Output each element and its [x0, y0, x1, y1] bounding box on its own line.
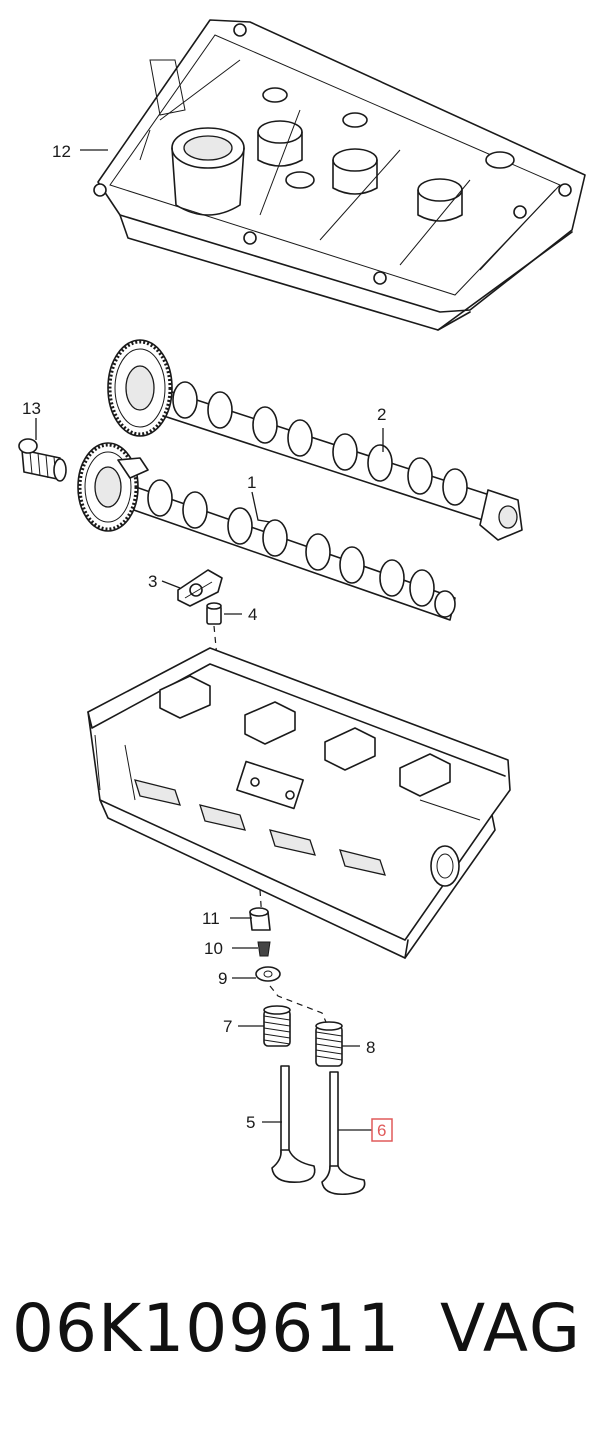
exhaust-valve-drawing	[321, 1071, 366, 1196]
camshaft-lower-drawing	[77, 442, 456, 621]
part-footer: 06K109611 VAG	[0, 1290, 600, 1400]
callout-8: 8	[366, 1038, 375, 1057]
threaded-plug-drawing	[18, 438, 67, 482]
valve-stem-seal-drawing	[249, 907, 271, 931]
roller-rocker-arm-drawing	[177, 569, 223, 607]
callout-12: 12	[52, 142, 71, 161]
callout-9: 9	[218, 969, 227, 988]
part-number: 06K109611	[12, 1290, 401, 1367]
valve-keeper-drawing	[257, 941, 271, 957]
callout-2: 2	[377, 405, 386, 424]
callout-4: 4	[248, 605, 257, 624]
valve-cover-drawing	[93, 19, 586, 331]
intake-valve-spring-drawing	[263, 1005, 291, 1047]
spring-seat-washer-drawing	[255, 966, 281, 982]
callout-7: 7	[223, 1017, 232, 1036]
callout-3: 3	[148, 572, 157, 591]
callout-13: 13	[22, 399, 41, 418]
callout-10: 10	[204, 939, 223, 958]
leader-lines	[35, 149, 384, 1131]
callout-1: 1	[247, 473, 256, 492]
camshaft-upper-drawing	[107, 339, 523, 541]
callout-5: 5	[246, 1113, 255, 1132]
callout-6-highlighted[interactable]: 6	[371, 1118, 393, 1142]
exploded-parts-diagram: 12 13 2 1 3 4 11 10 9 7 8 5 6	[18, 19, 586, 1196]
callout-6: 6	[377, 1121, 386, 1140]
callout-11: 11	[202, 909, 220, 928]
brand-label: VAG	[439, 1290, 582, 1367]
cylinder-head-drawing	[87, 647, 511, 959]
exhaust-valve-spring-drawing	[315, 1021, 343, 1067]
intake-valve-drawing	[271, 1065, 316, 1184]
